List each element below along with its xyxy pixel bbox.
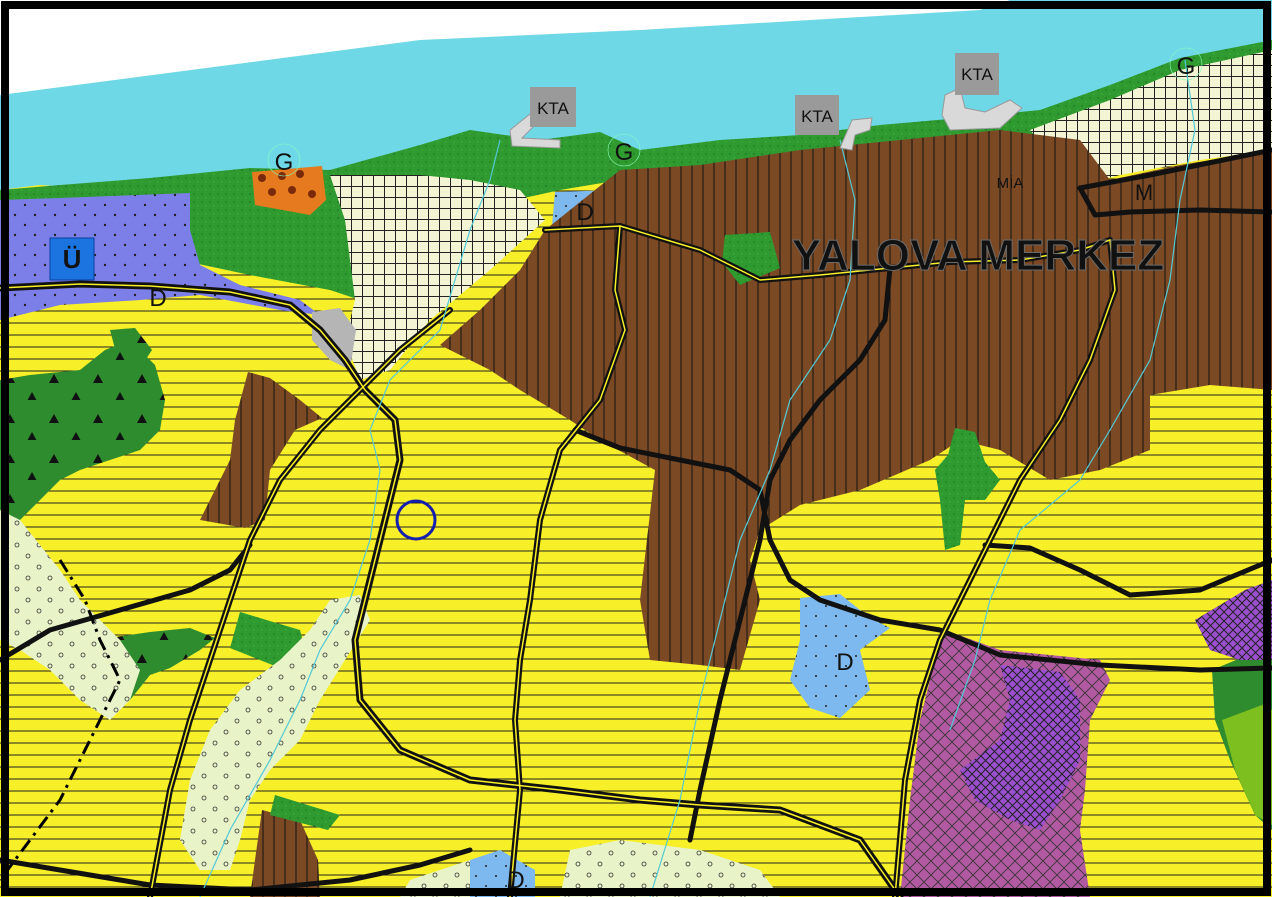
- district-boundary: [0, 559, 122, 881]
- commercial-zone-west[interactable]: [200, 372, 322, 528]
- g-label-ring-3: [1169, 47, 1203, 81]
- lime-patch-far-east[interactable]: [1222, 705, 1272, 825]
- g-label-2: G: [615, 139, 634, 166]
- commercial-zone-south[interactable]: [250, 810, 320, 897]
- green-patch-center[interactable]: [722, 232, 780, 285]
- d-label-3: D: [836, 649, 853, 676]
- green-patch-small[interactable]: [270, 795, 340, 830]
- d-label-2: D: [149, 285, 166, 312]
- kta-label-2[interactable]: KTA: [795, 95, 839, 135]
- road-centerlines: [0, 225, 1116, 897]
- svg-text:KTA: KTA: [961, 65, 993, 84]
- grid-zone-west[interactable]: [330, 175, 545, 380]
- d-label-1: D: [576, 199, 593, 226]
- grid-zone-east[interactable]: [1030, 50, 1272, 185]
- g-label-1: G: [275, 149, 294, 176]
- education-plot-south[interactable]: [465, 850, 535, 897]
- agri-zone-bottom-west[interactable]: [400, 860, 470, 897]
- g-label-ring-1: [267, 143, 301, 177]
- green-patch-east[interactable]: [935, 428, 1000, 550]
- g-label-ring-2: [607, 133, 641, 167]
- forest-zone-west[interactable]: [0, 340, 165, 520]
- education-plot-east[interactable]: [790, 594, 890, 718]
- mia-label: MİA: [997, 174, 1024, 192]
- agri-zone-bottom[interactable]: [560, 840, 780, 897]
- m-label: M: [1135, 180, 1153, 205]
- g-label-3: G: [1177, 53, 1196, 80]
- dense-mixed-zone-east[interactable]: [1195, 580, 1272, 660]
- d-label-4: D: [507, 867, 524, 894]
- agri-zone-west[interactable]: [0, 510, 140, 720]
- dense-mixed-zone[interactable]: [960, 665, 1080, 830]
- forest-zone-spur[interactable]: [110, 328, 152, 368]
- white-area: [0, 0, 1010, 95]
- svg-text:KTA: KTA: [801, 107, 833, 126]
- u-label-box: [49, 237, 95, 281]
- u-label: Ü: [63, 244, 82, 274]
- svg-text:KTA: KTA: [537, 99, 569, 118]
- agri-zone-south[interactable]: [180, 595, 370, 870]
- harbor-icon: [509, 87, 1023, 151]
- stream-lines: [199, 59, 1196, 897]
- kta-label-3[interactable]: KTA: [955, 53, 999, 95]
- university-zone[interactable]: [0, 193, 320, 320]
- marker-circle-icon[interactable]: [395, 499, 437, 541]
- grey-parking[interactable]: [312, 308, 356, 370]
- kta-label-1[interactable]: KTA: [530, 87, 576, 127]
- map-title: YALOVA MERKEZ: [792, 231, 1164, 280]
- commercial-zone-main[interactable]: [440, 130, 1272, 670]
